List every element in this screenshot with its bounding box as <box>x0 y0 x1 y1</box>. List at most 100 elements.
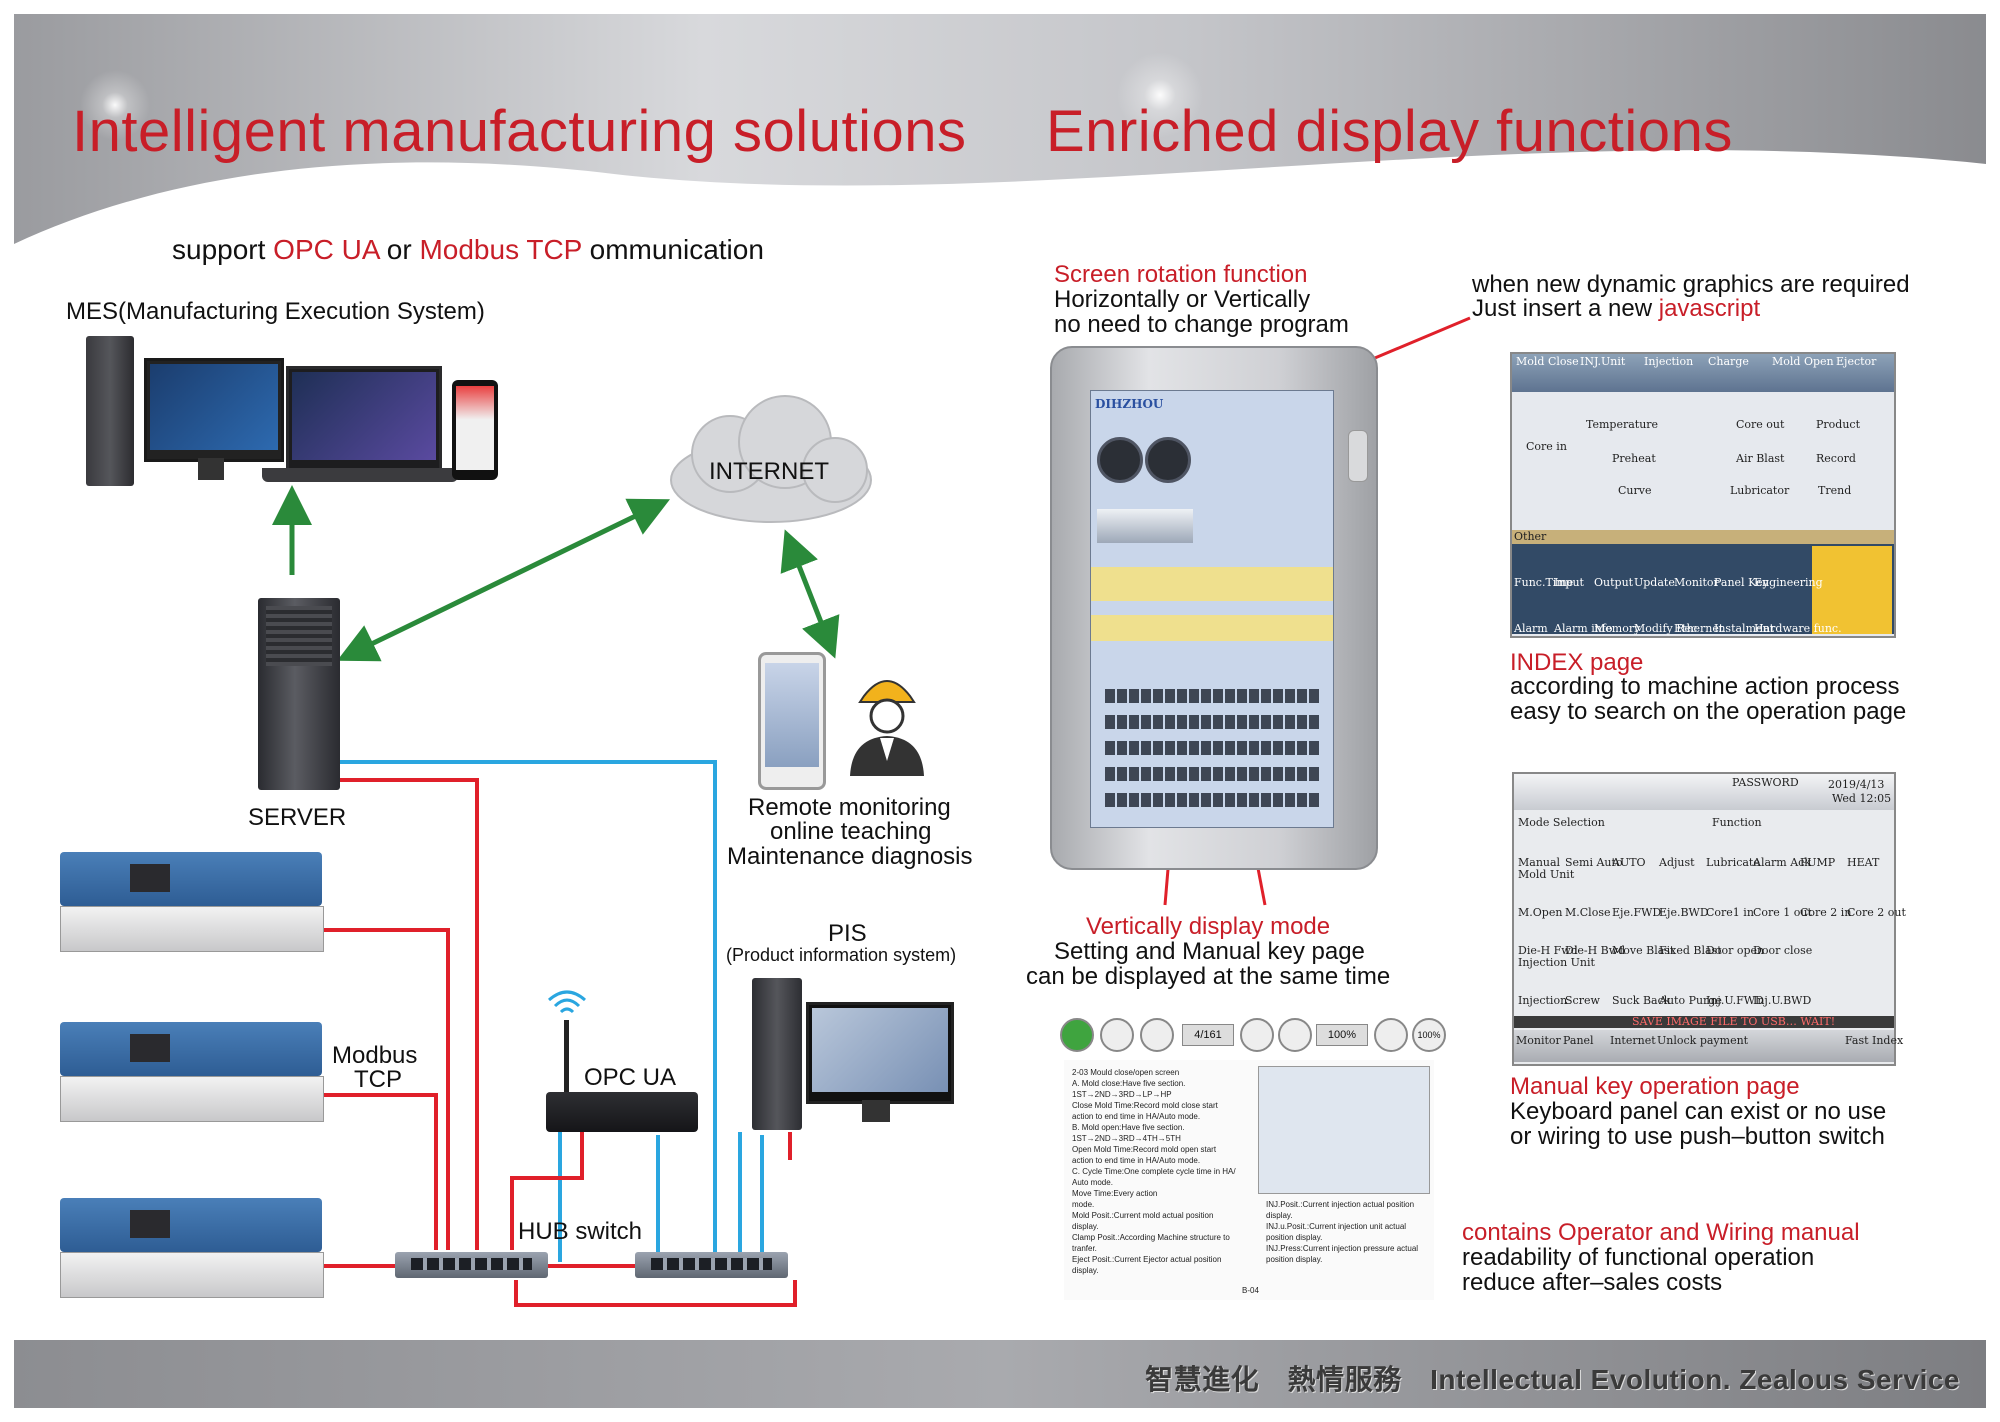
mode-key[interactable]: Manual <box>1518 856 1561 869</box>
manual-title: Manual key operation page <box>1510 1073 1800 1100</box>
mold-key[interactable]: Eje.BWD <box>1659 906 1709 919</box>
index-tab[interactable]: Mold Open <box>1772 355 1834 368</box>
hmi-yellow-band-1 <box>1091 567 1333 601</box>
index-bottom-item[interactable]: Monitor <box>1674 576 1719 589</box>
injection-key[interactable]: Inj.U.FWD <box>1706 994 1764 1007</box>
hmi-side-button <box>1348 430 1368 482</box>
injection-key[interactable]: Injection <box>1518 994 1568 1007</box>
index-bottom-item[interactable]: Modify Rec <box>1634 622 1698 635</box>
manual-bottom-tab[interactable]: Internet <box>1610 1034 1656 1047</box>
injection-key[interactable]: Screw <box>1565 994 1600 1007</box>
index-bottom-item[interactable]: Input <box>1554 576 1584 589</box>
doc-text-line: Close Mold Time:Record mold close start <box>1072 1101 1218 1110</box>
mold-key[interactable]: Door open <box>1706 944 1765 957</box>
index-bottom-item[interactable]: Alarm <box>1514 622 1548 635</box>
injection-key[interactable]: Auto Purge <box>1659 994 1722 1007</box>
index-item[interactable]: Preheat <box>1612 452 1656 465</box>
mold-key[interactable]: Move Blast <box>1612 944 1675 957</box>
index-bottom-item[interactable]: Output <box>1594 576 1634 589</box>
index-item[interactable]: Core in <box>1526 440 1567 453</box>
index-tab[interactable]: Charge <box>1708 355 1749 368</box>
mode-key[interactable]: HEAT <box>1847 856 1880 869</box>
injection-key[interactable]: Inj.U.BWD <box>1753 994 1812 1007</box>
index-top-bar <box>1512 354 1894 392</box>
mold-key[interactable]: Door close <box>1753 944 1813 957</box>
mold-key[interactable]: Core 2 out <box>1847 906 1906 919</box>
doc-screenshot <box>1258 1066 1430 1194</box>
mold-key[interactable]: Fixed Blast <box>1659 944 1722 957</box>
dynamic-prefix: Just insert a new <box>1472 295 1659 322</box>
mode-key[interactable]: PUMP <box>1800 856 1836 869</box>
index-bottom-item[interactable]: Update <box>1634 576 1675 589</box>
index-tab[interactable]: INJ.Unit <box>1580 355 1626 368</box>
index-item[interactable]: Trend <box>1818 484 1852 497</box>
date-display: 2019/4/13 <box>1828 778 1885 791</box>
doc-text-line: INJ.Posit.:Current injection actual posi… <box>1266 1200 1415 1209</box>
manual-bottom-tab[interactable]: Fast Index <box>1845 1034 1904 1047</box>
index-tab[interactable]: Ejector <box>1836 355 1877 368</box>
index-bottom-item[interactable]: Panel Key <box>1714 576 1769 589</box>
doc-text-line: Open Mold Time:Record mold open start <box>1072 1145 1217 1154</box>
doc-text-line: 1ST→2ND→3RD→LP→HP <box>1072 1090 1172 1099</box>
prev-page-icon[interactable] <box>1140 1018 1174 1052</box>
mold-key[interactable]: M.Open <box>1518 906 1563 919</box>
dynamic-js: javascript <box>1658 295 1761 322</box>
mold-key[interactable]: Die-H Fwd <box>1518 944 1578 957</box>
hub-switch-1 <box>395 1252 548 1278</box>
mold-key[interactable]: M.Close <box>1565 906 1611 919</box>
doc-text-line: C. Cycle Time:One complete cycle time in… <box>1072 1167 1236 1176</box>
sparkle-left <box>70 60 160 150</box>
doc-text-line: position display. <box>1266 1255 1323 1264</box>
mold-key[interactable]: Eje.FWD <box>1612 906 1662 919</box>
mes-monitor <box>144 358 284 462</box>
next-page-icon[interactable] <box>1240 1018 1274 1052</box>
first-page-icon[interactable] <box>1100 1018 1134 1052</box>
index-bottom-item[interactable]: Memory <box>1594 622 1641 635</box>
mode-key[interactable]: AUTO <box>1612 856 1646 869</box>
mold-key[interactable]: Core 2 in <box>1800 906 1852 919</box>
index-item[interactable]: Temperature <box>1586 418 1659 431</box>
index-bottom-item[interactable]: Hardware func. <box>1754 622 1842 635</box>
index-item[interactable]: Curve <box>1618 484 1652 497</box>
index-bottom-item[interactable]: Instalment <box>1714 622 1775 635</box>
index-bottom-item[interactable]: Alarm info <box>1554 622 1613 635</box>
manual-bottom-tab[interactable]: Unlock payment <box>1657 1034 1749 1047</box>
zoom-out-icon[interactable] <box>1374 1018 1408 1052</box>
mode-key[interactable]: Semi Auto <box>1565 856 1623 869</box>
mode-key[interactable]: Alarm Ack <box>1753 856 1811 869</box>
mold-key[interactable]: Core 1 out <box>1753 906 1812 919</box>
index-bottom-item[interactable]: Ethernet <box>1674 622 1724 635</box>
hmi-gauge-2 <box>1145 437 1191 483</box>
home-icon[interactable] <box>1060 1018 1094 1052</box>
injection-key[interactable]: Suck Back <box>1612 994 1671 1007</box>
index-bottom-item[interactable]: Engineering <box>1754 576 1823 589</box>
index-item[interactable]: Lubricator <box>1730 484 1790 497</box>
mold-key[interactable]: Die-H Bwd <box>1565 944 1626 957</box>
page-counter[interactable]: 4/161 <box>1182 1024 1234 1046</box>
time-display: Wed 12:05 <box>1832 792 1892 805</box>
index-tab[interactable]: Injection <box>1644 355 1694 368</box>
index-item[interactable]: Record <box>1816 452 1856 465</box>
zoom-in-icon[interactable] <box>1278 1018 1312 1052</box>
doc-text-line: Move Time:Every action <box>1072 1189 1158 1198</box>
manual-bottom-tab[interactable]: Monitor <box>1516 1034 1561 1047</box>
zoom-level[interactable]: 100% <box>1316 1024 1368 1046</box>
mode-key[interactable]: Adjust <box>1659 856 1695 869</box>
index-bottom-item[interactable]: Func.Time <box>1514 576 1574 589</box>
rotation-line-1: Horizontally or Vertically <box>1054 286 1311 313</box>
index-item[interactable]: Air Blast <box>1736 452 1785 465</box>
mode-key[interactable]: Lubricate <box>1706 856 1760 869</box>
doc-text-line: Mold Posit.:Current mold actual position <box>1072 1211 1214 1220</box>
zoom-reset-button[interactable]: 100% <box>1412 1018 1446 1052</box>
mold-key[interactable]: Core1 in <box>1706 906 1754 919</box>
mes-monitor-stand <box>198 458 224 480</box>
index-item[interactable]: Core out <box>1736 418 1785 431</box>
remote-line-2: online teaching <box>770 818 932 845</box>
index-tab[interactable]: Mold Close <box>1516 355 1579 368</box>
manual-bottom-tab[interactable]: Panel <box>1563 1034 1594 1047</box>
index-item[interactable]: Product <box>1816 418 1860 431</box>
injection-unit-label: Injection Unit <box>1518 956 1595 969</box>
password-label: PASSWORD <box>1732 776 1799 789</box>
function-label: Function <box>1712 816 1762 829</box>
hmi-yellow-band-2 <box>1091 615 1333 641</box>
